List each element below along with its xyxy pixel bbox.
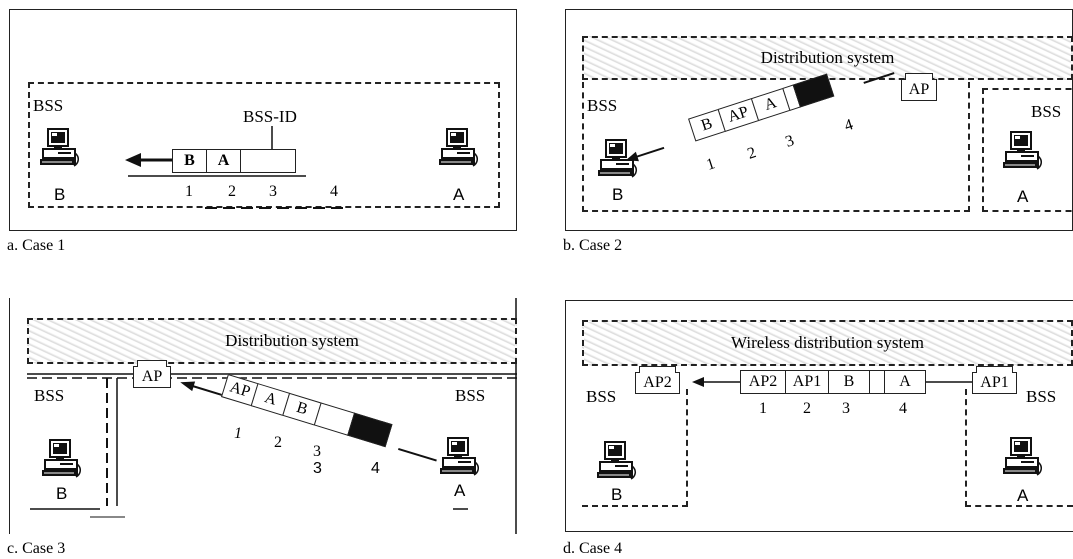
- station-a-label: A: [453, 185, 465, 204]
- address-4-label: 4: [899, 400, 907, 417]
- bss-label: BSS: [33, 96, 64, 115]
- bss-boundary-left: [582, 82, 970, 212]
- station-a-label: A: [1017, 187, 1029, 206]
- station-a-label: A: [454, 481, 466, 500]
- address-3-label: 3: [313, 443, 321, 460]
- station-b-label: B: [611, 485, 623, 504]
- panel-case-4: Wireless distribution system BSS BSS AP2…: [540, 290, 1073, 559]
- wireless-distribution-system: Wireless distribution system: [582, 320, 1073, 366]
- distribution-system-label: Distribution system: [225, 331, 359, 350]
- address-3-extra-label: 3: [313, 460, 322, 477]
- bss-right-label: BSS: [1031, 102, 1062, 121]
- frame-field-2: A: [206, 149, 241, 173]
- caption-case-4: d. Case 4: [563, 540, 623, 557]
- access-point-1-label: AP1: [980, 374, 1009, 391]
- station-b-computer-icon: [38, 127, 80, 169]
- bss-boundary-right: [965, 389, 1073, 507]
- caption-case-1: a. Case 1: [7, 237, 66, 254]
- address-1-label: 1: [234, 425, 242, 442]
- bss-left-label: BSS: [587, 96, 618, 115]
- bss-boundary-left: [582, 389, 688, 507]
- address-4-label: 4: [330, 183, 338, 200]
- frame-direction-arrow: [692, 377, 972, 387]
- bssid-label: BSS-ID: [243, 107, 297, 126]
- panel-case-1: BSS B A BSS-ID B A 1 2 3 4 a. Case 1: [0, 0, 530, 260]
- bss-right-label: BSS: [455, 386, 486, 405]
- address-2-label: 2: [803, 400, 811, 417]
- tilted-frame-arrow: [625, 72, 895, 162]
- bss-right-label: BSS: [1026, 387, 1057, 406]
- panel-frame: [9, 298, 517, 534]
- frame-field-4: [869, 370, 885, 394]
- access-point: AP: [133, 360, 171, 388]
- bss-boundaries: [27, 373, 517, 518]
- frame-field-2: AP1: [785, 370, 829, 394]
- address-3-label: 3: [269, 183, 277, 200]
- station-b-label: B: [54, 185, 66, 204]
- access-point-1: AP1: [972, 366, 1017, 394]
- caption-case-2: b. Case 2: [563, 237, 623, 254]
- station-a-label: A: [1017, 486, 1029, 505]
- address-2-label: 2: [274, 434, 282, 451]
- distribution-system-label: Distribution system: [760, 48, 895, 67]
- bss-left-label: BSS: [34, 386, 65, 405]
- bss-left-label: BSS: [586, 387, 617, 406]
- address-1-label: 1: [185, 183, 193, 200]
- frame-field-3: B: [828, 370, 870, 394]
- panel-case-3: Distribution system BSS BSS AP B A AP A …: [0, 290, 530, 559]
- station-b-label: B: [612, 185, 624, 204]
- distribution-system: Distribution system: [27, 318, 517, 364]
- panel-frame: [9, 9, 517, 231]
- frame-baseline: [128, 175, 306, 177]
- station-a-computer-icon: [437, 127, 479, 169]
- address-2-label: 2: [228, 183, 236, 200]
- address-1-label: 1: [759, 400, 767, 417]
- station-b-label: B: [56, 484, 68, 503]
- panel-case-2: Distribution system BSS BSS AP B A B AP …: [540, 0, 1073, 260]
- frame-field-3: [240, 149, 296, 173]
- address-underline: [205, 207, 345, 209]
- access-point-label: AP: [908, 81, 930, 98]
- frame-field-1: B: [172, 149, 207, 173]
- access-point: AP: [901, 73, 937, 101]
- panel-frame: [565, 300, 1073, 532]
- frame-field-1: AP2: [740, 370, 786, 394]
- access-point-label: AP: [141, 368, 163, 385]
- caption-case-3: c. Case 3: [7, 540, 66, 557]
- wireless-distribution-system-label: Wireless distribution system: [731, 333, 924, 352]
- access-point-2: AP2: [635, 366, 680, 394]
- bss-boundary-right: [982, 88, 1073, 212]
- frame-field-5: A: [884, 370, 926, 394]
- tilted-frame-arrow: [180, 381, 437, 462]
- address-3-label: 3: [842, 400, 850, 417]
- address-4-label: 4: [371, 460, 380, 477]
- access-point-2-label: AP2: [643, 374, 672, 391]
